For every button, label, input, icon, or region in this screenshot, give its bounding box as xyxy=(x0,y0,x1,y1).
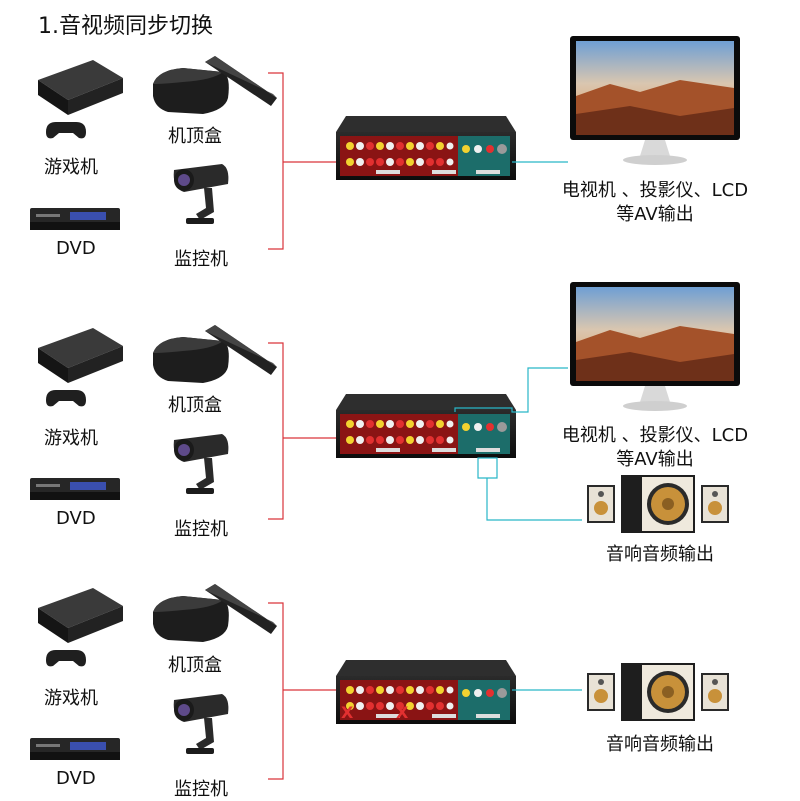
input-lines xyxy=(268,602,336,780)
av-switch-device xyxy=(336,660,516,724)
label-settop: 机顶盒 xyxy=(168,126,222,147)
label-display-line2: 等AV输出 xyxy=(616,449,694,470)
label-dvd: DVD xyxy=(56,768,96,789)
speakers-icon xyxy=(587,475,729,533)
video-disabled-marks: X X xyxy=(341,703,409,722)
label-dvd: DVD xyxy=(56,508,96,529)
panel-2 xyxy=(30,282,740,533)
label-camera: 监控机 xyxy=(174,249,228,270)
dvd-player-icon xyxy=(30,208,120,230)
diagram-title: 1.音视频同步切换 xyxy=(38,14,213,39)
av-switch-device xyxy=(336,116,516,180)
label-camera: 监控机 xyxy=(174,779,228,800)
display-monitor-icon xyxy=(570,282,740,411)
display-monitor-icon xyxy=(570,36,740,165)
game-console-icon xyxy=(38,328,123,407)
input-lines xyxy=(268,72,336,250)
label-settop: 机顶盒 xyxy=(168,395,222,416)
output-lines xyxy=(454,367,582,521)
label-speakers: 音响音频输出 xyxy=(606,734,714,755)
set-top-box-icon xyxy=(153,325,277,383)
label-display-line2: 等AV输出 xyxy=(616,204,694,225)
svg-text:X: X xyxy=(396,703,409,722)
input-lines xyxy=(268,342,336,520)
dvd-player-icon xyxy=(30,478,120,500)
label-console: 游戏机 xyxy=(44,688,98,709)
label-display-line1: 电视机 、投影仪、LCD xyxy=(561,180,749,201)
security-camera-icon xyxy=(173,434,229,494)
panel-1 xyxy=(30,36,740,250)
label-dvd: DVD xyxy=(56,238,96,259)
label-display-line1: 电视机 、投影仪、LCD xyxy=(561,425,749,446)
svg-text:X: X xyxy=(341,703,354,722)
set-top-box-icon xyxy=(153,584,277,642)
game-console-icon xyxy=(38,60,123,139)
security-camera-icon xyxy=(173,694,229,754)
security-camera-icon xyxy=(173,164,229,224)
label-console: 游戏机 xyxy=(44,157,98,178)
label-camera: 监控机 xyxy=(174,519,228,540)
label-settop: 机顶盒 xyxy=(168,655,222,676)
set-top-box-icon xyxy=(153,56,277,114)
speakers-icon xyxy=(587,663,729,721)
dvd-player-icon xyxy=(30,738,120,760)
av-switch-device xyxy=(336,394,516,458)
game-console-icon xyxy=(38,588,123,667)
label-console: 游戏机 xyxy=(44,428,98,449)
label-speakers: 音响音频输出 xyxy=(606,544,714,565)
panel-3: X X xyxy=(30,584,729,780)
